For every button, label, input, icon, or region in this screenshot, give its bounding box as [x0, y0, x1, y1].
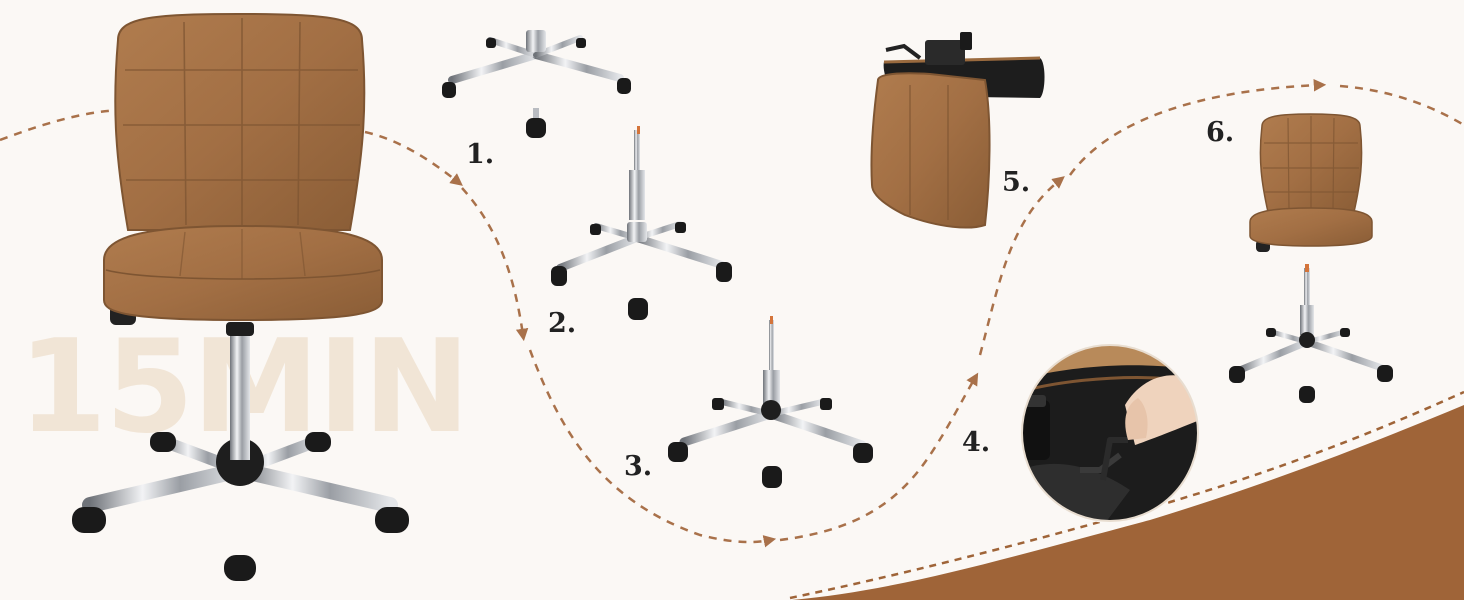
dashed-path-right [1339, 84, 1464, 127]
step1-wheel-base-illustration [442, 30, 631, 138]
step4-hex-key-screw-illustration [1020, 343, 1200, 523]
dashed-path-to-step1 [364, 130, 463, 186]
step6-finished-chair-illustration [1229, 113, 1393, 403]
dashed-path-to-step4 [528, 349, 777, 548]
dashed-path-left [0, 108, 121, 142]
dashed-path-to-step2 [461, 187, 529, 342]
step-2-label: 2. [548, 308, 577, 339]
dashed-path-step4-curve [779, 372, 979, 542]
step-5-label: 5. [1002, 167, 1031, 198]
step-6-label: 6. [1206, 117, 1235, 148]
step3-assembled-base-illustration [668, 316, 873, 488]
brown-wave-corner [792, 405, 1464, 600]
chair-base-large [72, 432, 409, 581]
finished-chair-large [72, 12, 409, 581]
dashed-path-to-step5 [978, 176, 1065, 356]
step-4-label: 4. [962, 427, 991, 458]
dashed-path-to-step6 [1068, 79, 1327, 176]
step-3-label: 3. [624, 451, 653, 482]
step-1-label: 1. [466, 139, 495, 170]
step2-base-gas-lift-illustration [551, 126, 732, 320]
step5-seat-back-illustration [870, 32, 1045, 229]
